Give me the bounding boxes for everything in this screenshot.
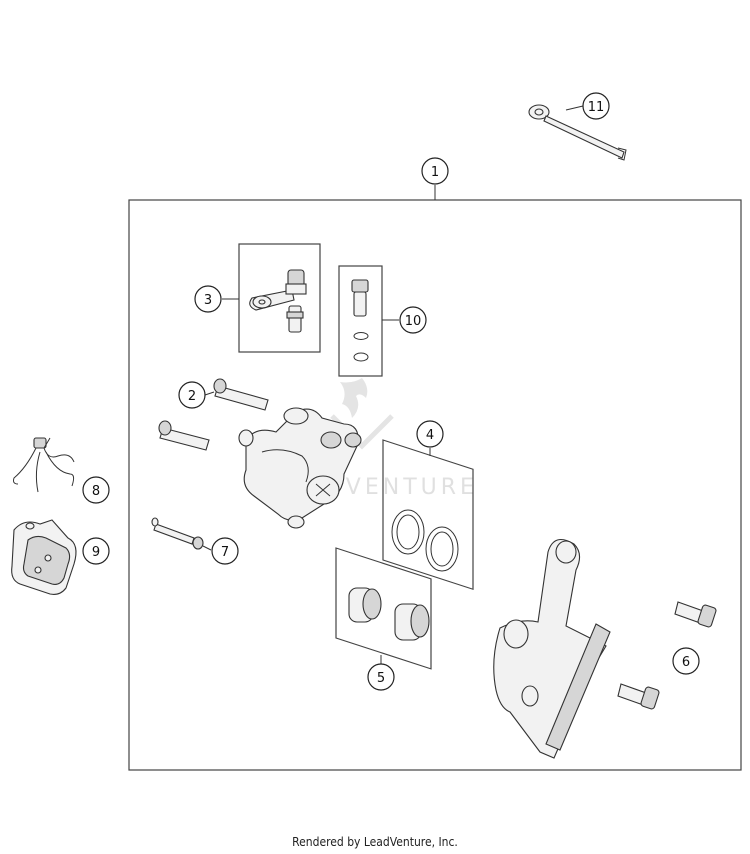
bleeder-kit-box [238, 243, 321, 353]
callout-5: 5 [367, 663, 395, 691]
callout-9: 9 [82, 537, 110, 565]
callout-6: 6 [672, 647, 700, 675]
callout-10: 10 [399, 306, 427, 334]
leader-7 [202, 545, 212, 551]
callout-label: 2 [188, 389, 196, 404]
bracket-bolt-part [617, 601, 717, 710]
callout-label: 10 [405, 314, 422, 329]
callout-label: 11 [588, 100, 605, 115]
seal-kit-box [338, 265, 383, 377]
callout-label: 4 [426, 428, 434, 443]
callout-label: 5 [377, 671, 385, 686]
piston-kit-box [335, 547, 432, 670]
callout-1: 1 [421, 157, 449, 185]
callout-3: 3 [194, 285, 222, 313]
bracket-part [493, 538, 611, 759]
banjo-bolt-part [528, 104, 627, 161]
callout-2: 2 [178, 381, 206, 409]
callout-8: 8 [82, 476, 110, 504]
leader-2 [204, 391, 215, 396]
footer-credit: Rendered by LeadVenture, Inc. [292, 835, 458, 849]
brake-pads-part [11, 519, 77, 595]
callout-7: 7 [211, 537, 239, 565]
caliper-body-part [238, 407, 362, 529]
caliper-bolt-part [158, 378, 269, 451]
piston-seal-part [391, 509, 459, 572]
callout-11: 11 [582, 92, 610, 120]
piston-part [348, 587, 430, 641]
pad-spring-part [13, 437, 75, 493]
callout-label: 6 [682, 655, 690, 670]
bleeder-kit-part [249, 269, 307, 333]
callout-label: 9 [92, 545, 100, 560]
pad-pin-part [151, 517, 204, 550]
callout-label: 7 [221, 545, 229, 560]
callout-label: 1 [431, 165, 439, 180]
seal-kit-part [351, 279, 369, 362]
callout-label: 8 [92, 484, 100, 499]
leader-11 [565, 105, 584, 111]
piston-seal-kit-box [382, 439, 474, 591]
callout-label: 3 [204, 293, 212, 308]
callout-4: 4 [416, 420, 444, 448]
